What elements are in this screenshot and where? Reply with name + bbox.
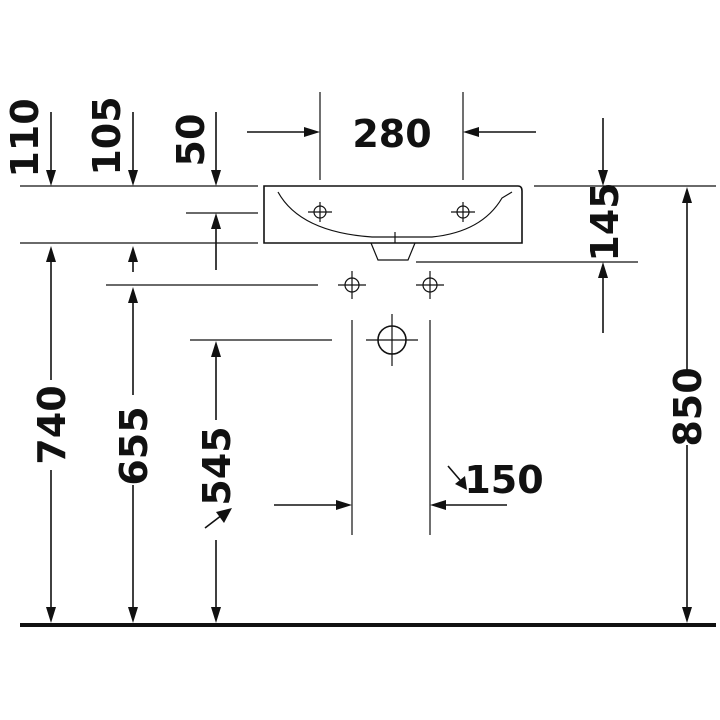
tap-hole-left-icon (308, 202, 332, 222)
dimension-150-line (274, 465, 507, 510)
dimension-110-label: 110 (3, 98, 47, 177)
supply-point-left-icon (338, 271, 366, 299)
waste-outlet-icon (366, 314, 418, 366)
dimension-150-label: 150 (464, 458, 543, 502)
dimension-105-line (128, 112, 138, 186)
dimension-740-line (46, 246, 56, 623)
dimension-655-label: 655 (112, 406, 156, 485)
dimension-50-label: 50 (169, 114, 213, 167)
dimension-655-line (128, 246, 138, 623)
dimension-105-label: 105 (85, 96, 129, 175)
dimension-110-line (46, 112, 56, 186)
dimension-545-line (204, 341, 232, 623)
dimension-280-label: 280 (352, 112, 431, 156)
dimension-50-line (211, 112, 221, 270)
dimension-850-label: 850 (666, 367, 710, 446)
basin-outline (263, 185, 523, 261)
dimension-545-label: 545 (195, 426, 239, 505)
tap-hole-right-icon (451, 202, 475, 222)
dimension-145-line (598, 118, 608, 333)
dimension-145-label: 145 (583, 182, 627, 261)
extension-lines (20, 92, 716, 535)
supply-point-right-icon (416, 271, 444, 299)
dimension-850-line (682, 187, 692, 623)
dimension-740-label: 740 (30, 385, 74, 464)
dimension-280-line (247, 127, 536, 137)
